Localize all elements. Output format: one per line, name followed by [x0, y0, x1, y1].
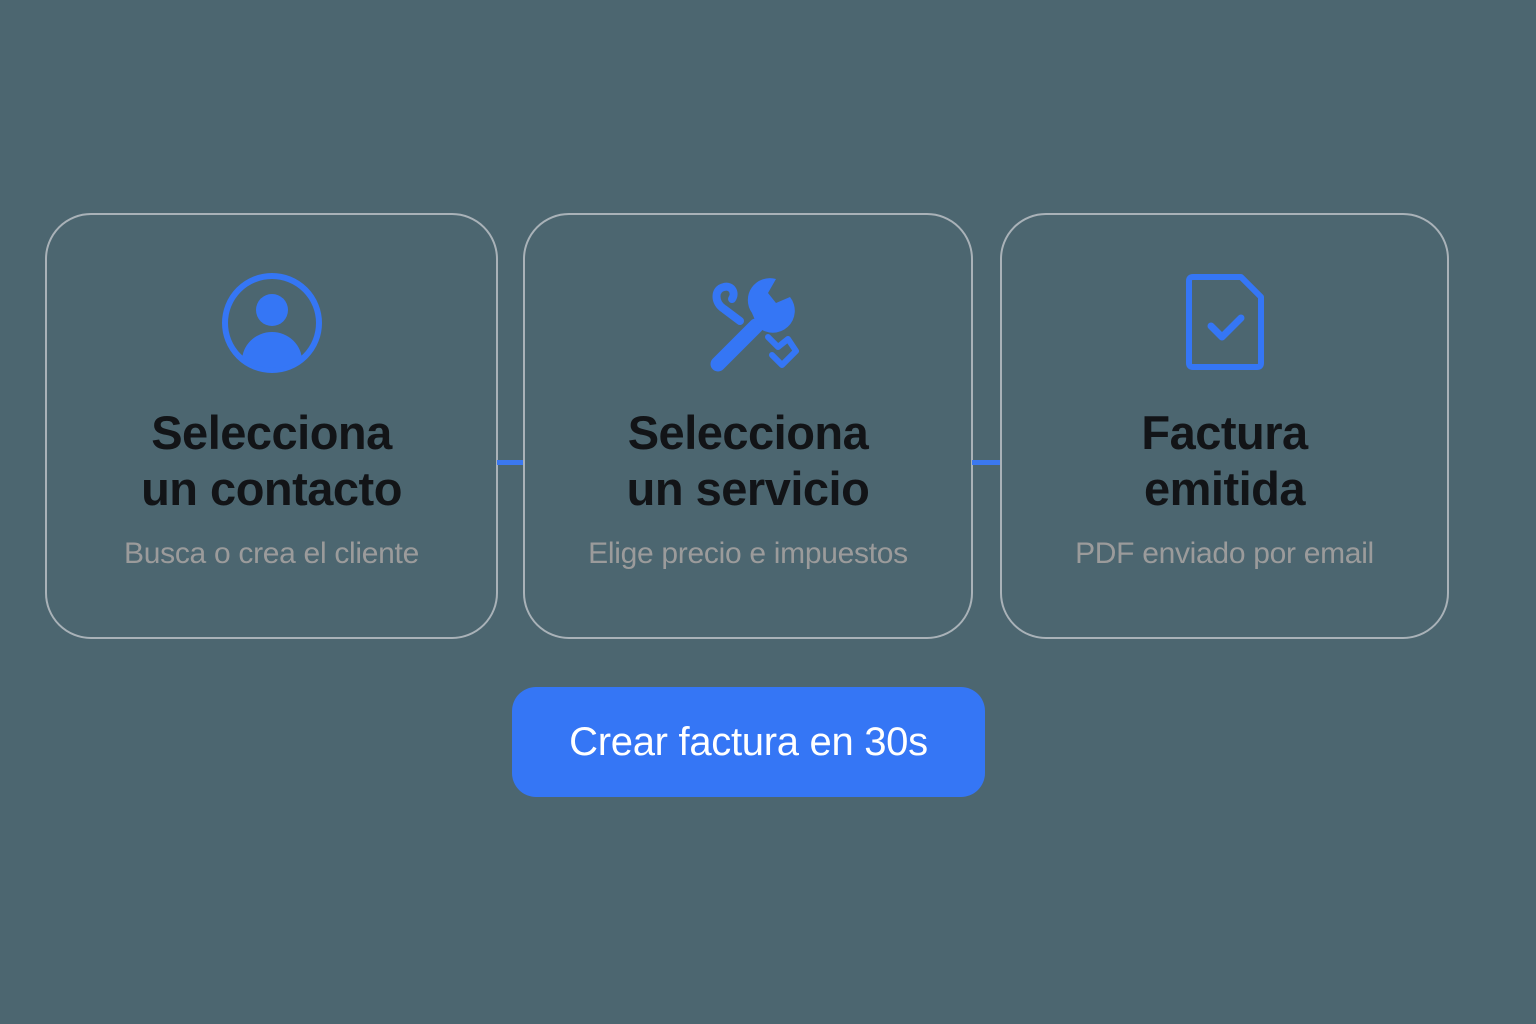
step-title-line1: Selecciona	[151, 406, 392, 459]
create-invoice-button[interactable]: Crear factura en 30s	[512, 687, 985, 797]
step-title-line1: Factura	[1141, 406, 1308, 459]
step-card-contact: Selecciona un contacto Busca o crea el c…	[45, 213, 498, 639]
step-title: Factura emitida	[1002, 405, 1447, 517]
step-title-line2: un contacto	[141, 462, 402, 515]
step-connector	[497, 460, 524, 465]
step-card-invoice: Factura emitida PDF enviado por email	[1000, 213, 1449, 639]
step-title-line1: Selecciona	[627, 406, 869, 459]
step-connector	[972, 460, 1001, 465]
user-circle-icon	[220, 271, 324, 375]
step-title: Selecciona un servicio	[525, 405, 971, 517]
step-title: Selecciona un contacto	[47, 405, 496, 517]
step-title-line2: emitida	[1143, 462, 1306, 515]
wrench-tools-icon	[696, 271, 800, 375]
step-subtitle: PDF enviado por email	[1075, 537, 1374, 570]
step-subtitle: Busca o crea el cliente	[124, 537, 419, 570]
step-subtitle: Elige precio e impuestos	[588, 537, 908, 570]
step-card-service: Selecciona un servicio Elige precio e im…	[523, 213, 973, 639]
step-title-line2: un servicio	[626, 462, 870, 515]
document-check-icon	[1173, 271, 1277, 375]
